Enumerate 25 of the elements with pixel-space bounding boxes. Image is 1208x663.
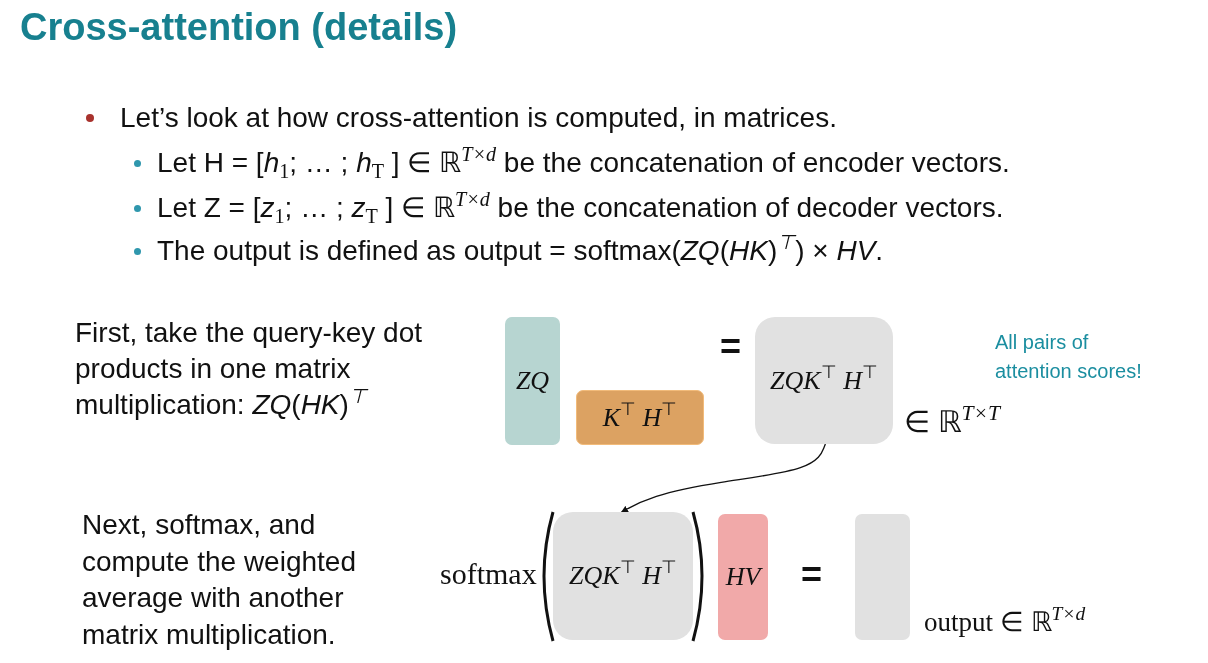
matrix-box (553, 512, 693, 640)
annotation-text: All pairs of attention scores! (995, 330, 1143, 384)
matrix-box (755, 317, 893, 444)
curved-arrow (620, 443, 827, 513)
equals-sign: = (801, 555, 823, 595)
bullet-text: Let H = [h$_{1}$; … ; h$_{T}$ ] ∈ ℝ$^{T×d}$ be the concatenation of encoder vectors. (157, 146, 1010, 180)
math-expression: ∈ ℝ$^{T×T}$ (904, 404, 1001, 440)
math-expression: output ∈ ℝ$^{T×d}$ (924, 604, 1086, 639)
matrix-box (576, 390, 704, 445)
slide-title: Cross-attention (details) (20, 5, 458, 50)
bullet-text: Let Z = [z$_{1}$; … ; z$_{T}$ ] ∈ ℝ$^{T×d}$ be the concatenation of decoder vectors. (157, 191, 1004, 225)
description-text: First, take the query-key dot products in one matrix multiplication: ZQ(HK)$^{⊤}$ (75, 316, 424, 422)
matrix-label: HV (725, 562, 761, 592)
description-text: Next, softmax, and compute the weighted average with another matrix multiplication. (82, 508, 357, 652)
matrix-label: ZQK$^{⊤}$ H$^{⊤}$ (569, 561, 677, 591)
bullet-text: Let’s look at how cross-attention is computed, in matrices. (120, 101, 837, 135)
matrix-box (505, 317, 560, 445)
bullet-text: The output is defined as output = softmax(ZQ(HK)$^{⊤}$) × HV. (157, 234, 884, 268)
matrix-label: K$^{⊤}$ H$^{⊤}$ (602, 402, 678, 433)
equals-sign: = (720, 327, 742, 367)
matrix-box (855, 514, 910, 640)
function-label: softmax (440, 556, 537, 592)
matrix-label: ZQ (515, 366, 550, 396)
matrix-box (718, 514, 768, 640)
matrix-label: ZQK$^{⊤}$ H$^{⊤}$ (770, 365, 878, 396)
